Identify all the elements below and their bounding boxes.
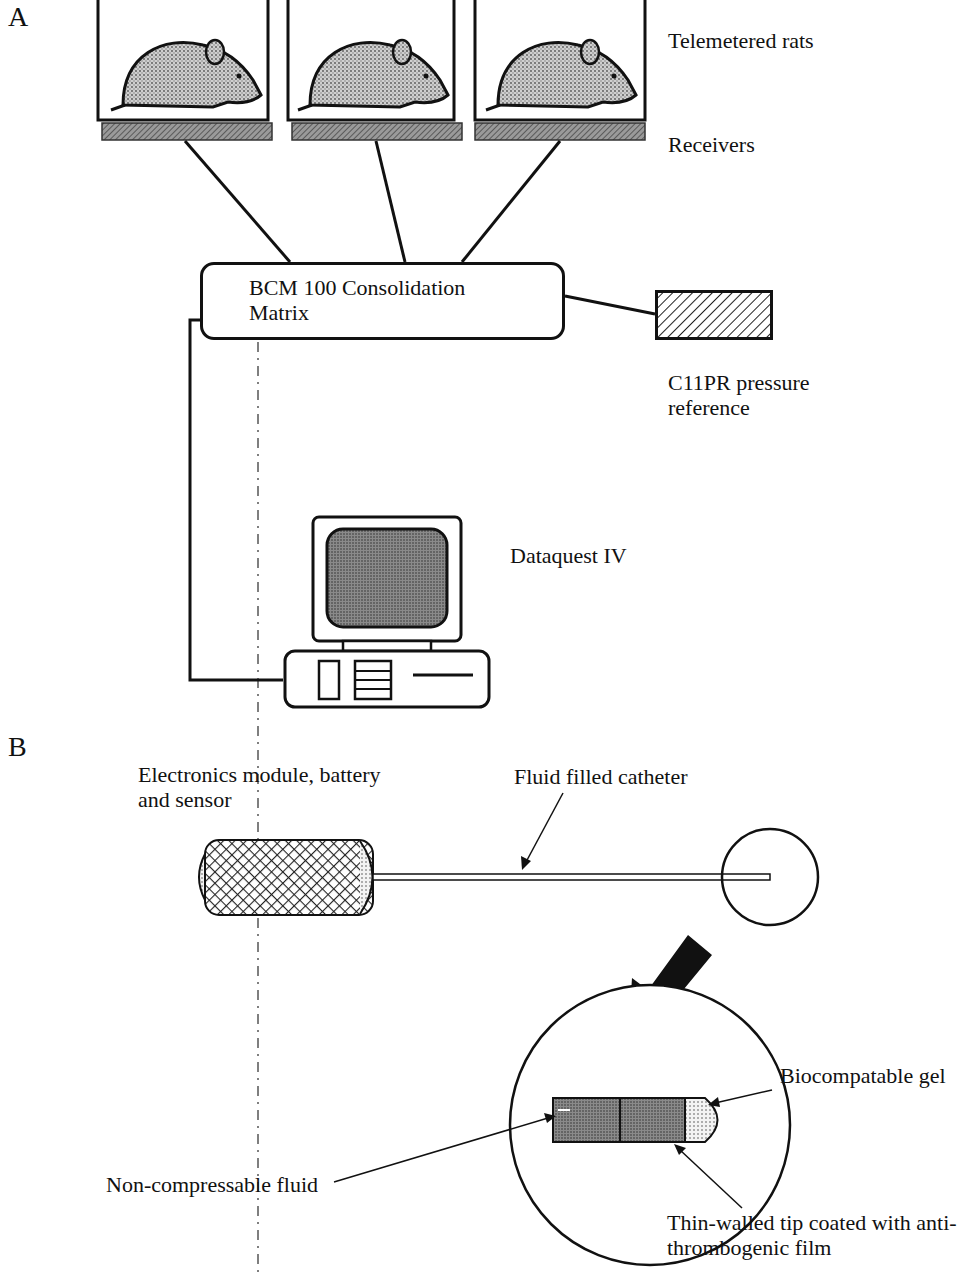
hatched-sensor [655,290,773,340]
label-text: B [8,732,48,762]
node-text: C11PR pressure reference [668,370,853,420]
node-text: Dataquest IV [510,543,650,568]
label-text: A [8,2,48,32]
label-text: Receivers [668,132,848,157]
label-text: Biocompatable gel [780,1063,955,1088]
process-box: BCM 100 Consolidation Matrix [200,262,565,340]
connector-line [190,320,283,680]
label-text: Electronics module, battery and sensor [138,762,398,812]
label-text: Telemetered rats [668,28,848,53]
node-text: BCM 100 Consolidation Matrix [249,275,499,325]
computer-drawing [283,515,493,710]
connector-line [565,296,655,314]
computer: Dataquest IV [283,515,653,710]
label-text: Fluid filled catheter [514,764,774,789]
pressure-reference: C11PR pressure reference [655,290,855,420]
label-text: Thin-walled tip coated with anti-thrombo… [667,1210,965,1260]
label-text: Non-compressable fluid [106,1172,336,1197]
